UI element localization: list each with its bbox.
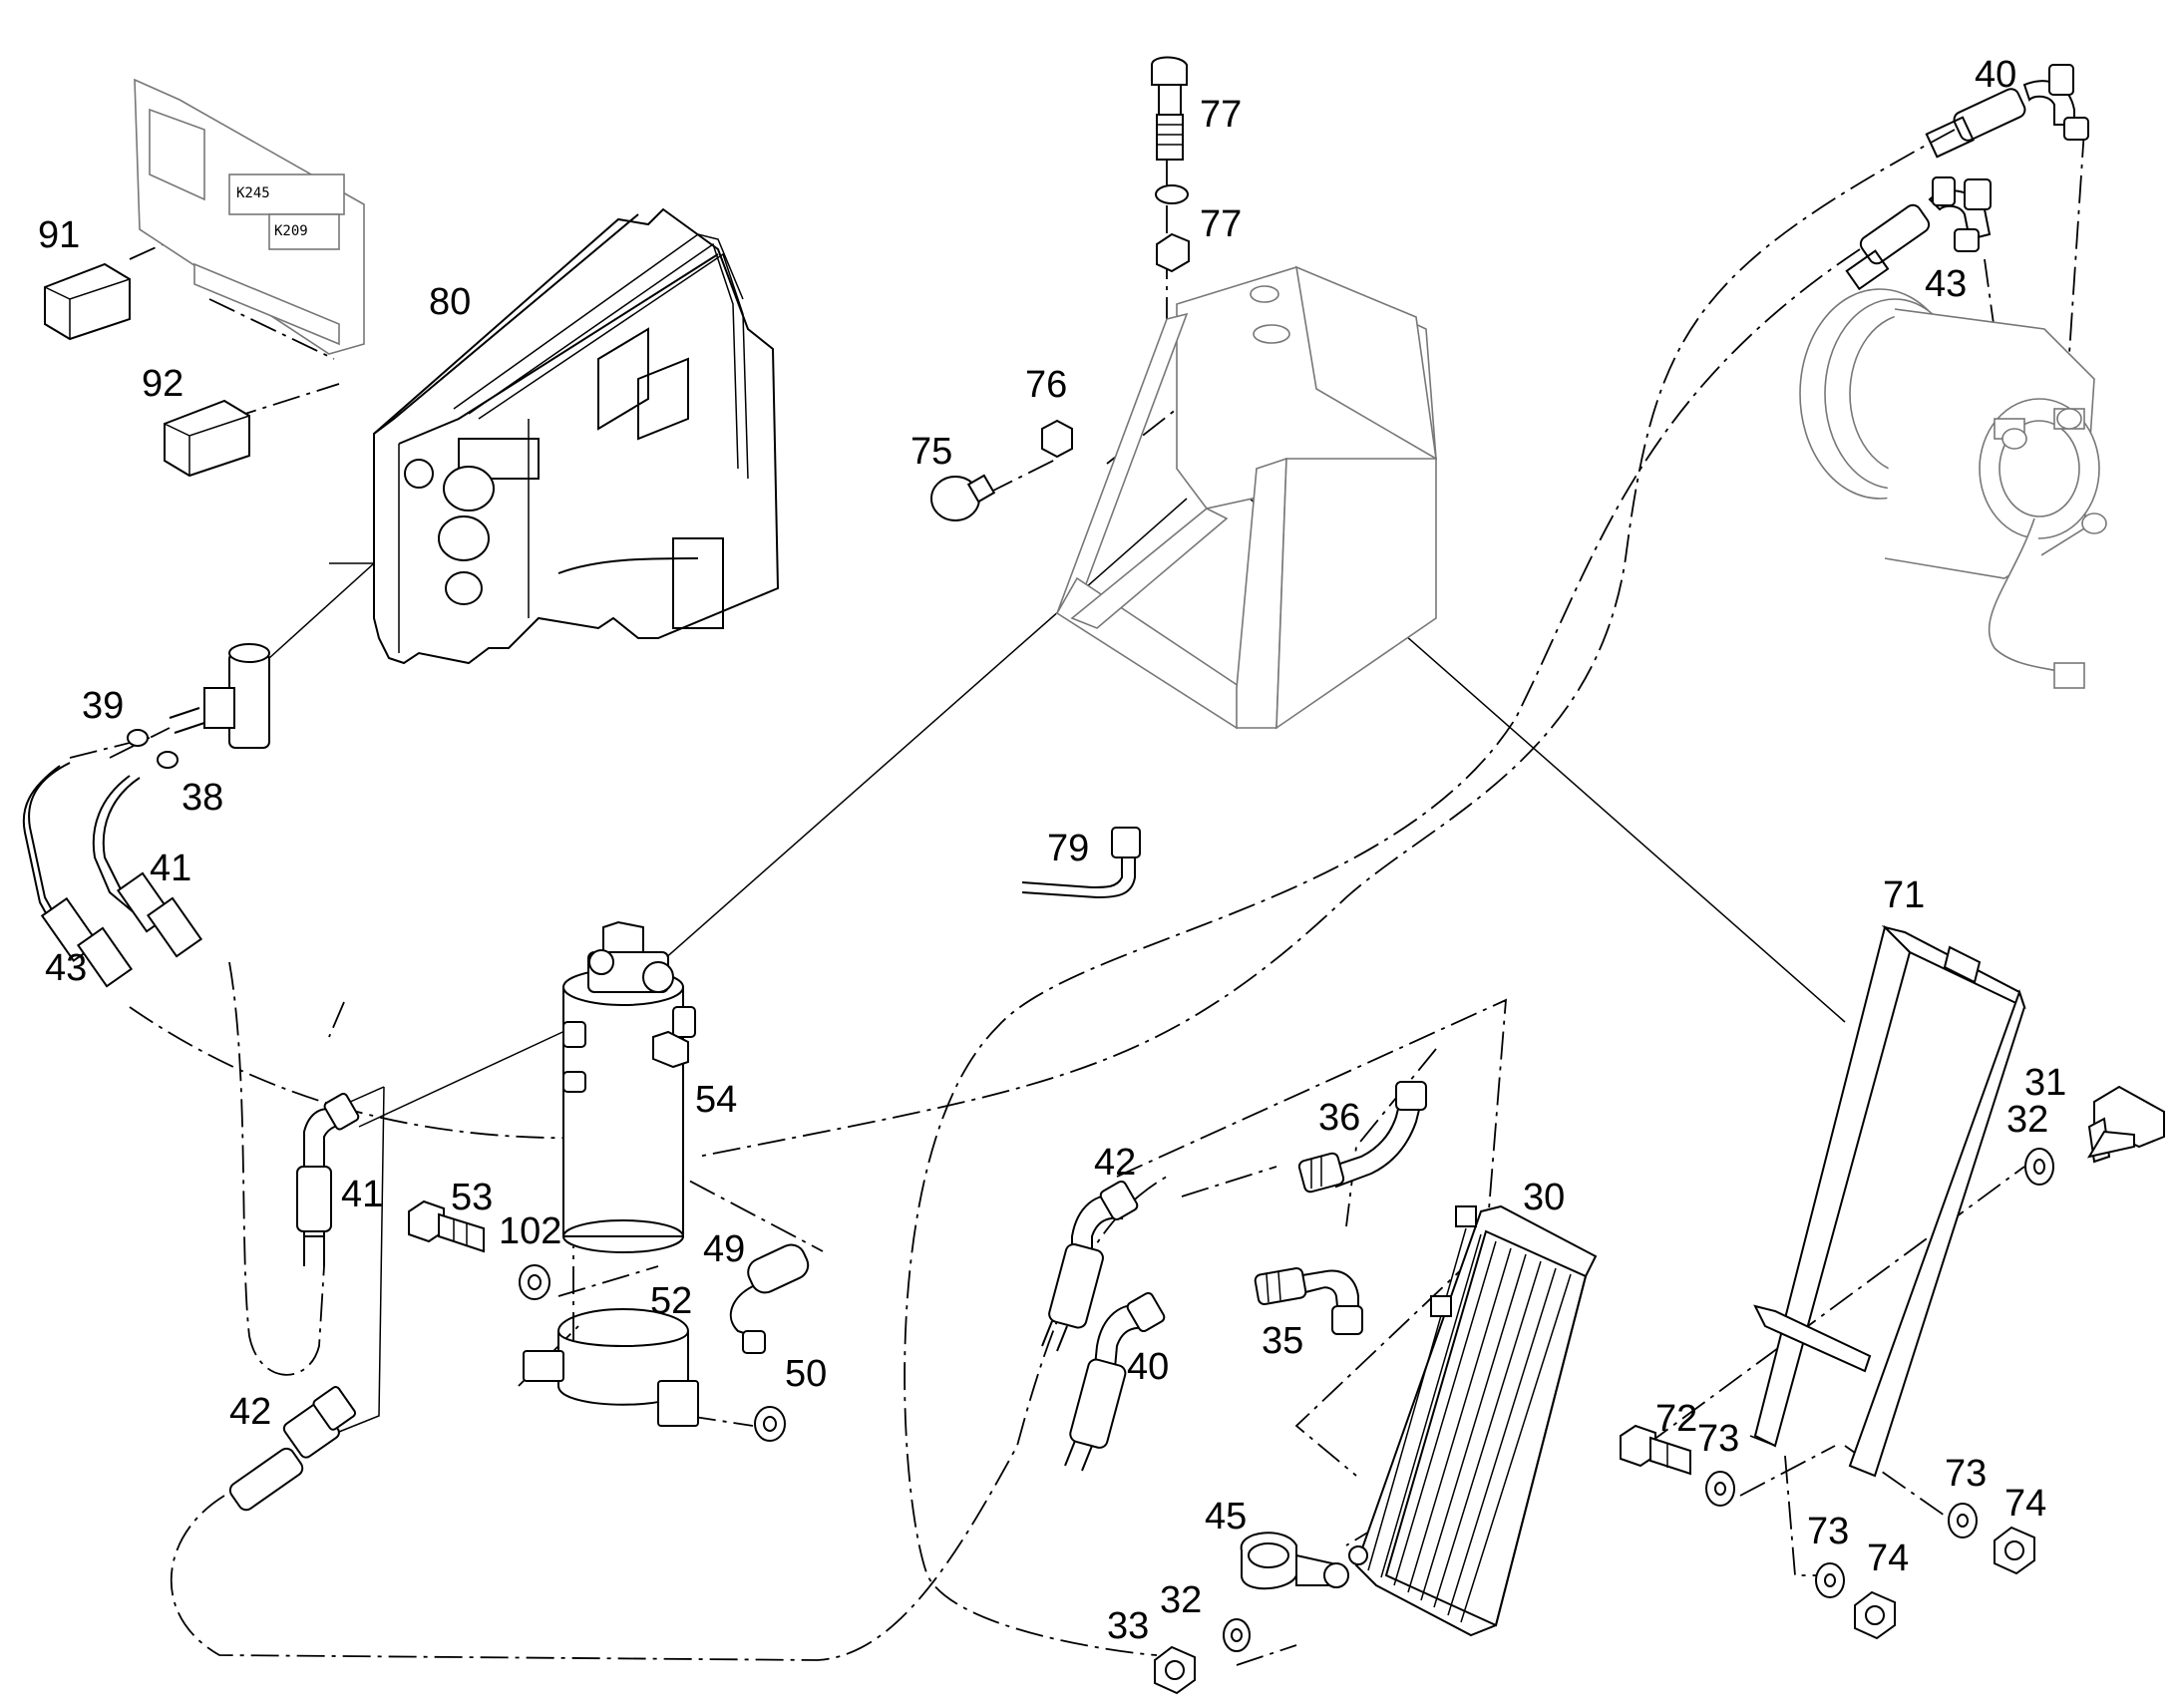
label-36: 36 <box>1318 1097 1360 1139</box>
label-80: 80 <box>429 281 471 323</box>
nut-74-a <box>1994 1526 2035 1575</box>
relay-92 <box>164 399 250 478</box>
label-42-left: 42 <box>229 1391 271 1433</box>
label-42-mid: 42 <box>1094 1142 1136 1184</box>
hose-40-top <box>1925 64 2089 159</box>
hose-40-mid <box>1064 1291 1166 1472</box>
label-49: 49 <box>703 1228 745 1270</box>
label-52: 52 <box>650 1280 692 1322</box>
label-41-left: 41 <box>150 848 191 889</box>
hose-43-left <box>22 762 134 988</box>
label-76: 76 <box>1025 364 1067 406</box>
label-75: 75 <box>910 431 952 473</box>
washer-32-bottom-hole <box>1231 1628 1243 1642</box>
label-102: 102 <box>499 1210 561 1252</box>
hose-41-left <box>92 775 203 958</box>
nut-76 <box>1041 419 1073 459</box>
frame-71 <box>1749 925 2026 1478</box>
label-71: 71 <box>1883 874 1925 916</box>
label-40-top: 40 <box>1975 54 2016 96</box>
label-38: 38 <box>182 777 223 819</box>
knob-screw-77 <box>1151 56 1188 161</box>
bolt-31 <box>2086 1085 2165 1164</box>
label-79: 79 <box>1047 828 1089 869</box>
clamp-52 <box>523 1308 699 1427</box>
label-43-top: 43 <box>1925 263 1967 305</box>
label-35: 35 <box>1262 1320 1303 1362</box>
label-74-b: 74 <box>1867 1537 1909 1579</box>
label-41-drier: 41 <box>341 1174 383 1215</box>
cab-bracket <box>1055 265 1438 730</box>
receiver-drier-54 <box>562 920 696 1253</box>
label-32-right: 32 <box>2006 1099 2048 1141</box>
bolt-72 <box>1620 1424 1691 1476</box>
washer-77 <box>1155 184 1189 204</box>
ac-compressor <box>1799 288 2107 689</box>
relay-91 <box>44 262 131 341</box>
washer-73-c-hole <box>1824 1573 1836 1587</box>
label-50: 50 <box>785 1353 827 1395</box>
washer-73-b <box>1948 1503 1978 1538</box>
label-32-bottom: 32 <box>1160 1579 1202 1621</box>
washer-50-hole <box>763 1416 777 1432</box>
nut-74-b <box>1854 1590 1896 1640</box>
label-39: 39 <box>82 685 124 727</box>
label-77-mid: 77 <box>1200 203 1242 245</box>
washer-102-hole <box>528 1274 542 1290</box>
label-40-mid: 40 <box>1127 1346 1169 1388</box>
washer-50 <box>754 1406 786 1442</box>
washer-73-c <box>1815 1562 1845 1598</box>
nut-77 <box>1156 232 1190 273</box>
label-43-left: 43 <box>45 947 87 989</box>
relay-label-k245: K245 <box>236 185 270 201</box>
expansion-valve <box>169 643 270 749</box>
label-92: 92 <box>142 363 183 405</box>
label-91: 91 <box>38 214 80 256</box>
washer-73-a <box>1705 1471 1735 1507</box>
label-33: 33 <box>1107 1605 1149 1647</box>
label-31: 31 <box>2024 1062 2066 1104</box>
label-72: 72 <box>1655 1398 1697 1440</box>
condenser-30 <box>1348 1204 1598 1637</box>
clip-79 <box>1021 827 1141 899</box>
clamp-45 <box>1240 1532 1349 1590</box>
pressure-switch-49 <box>729 1243 810 1354</box>
hose-41-drier <box>296 1092 360 1266</box>
washer-73-a-hole <box>1714 1482 1726 1496</box>
relay-panel: K245 K209 <box>134 78 365 355</box>
label-30: 30 <box>1523 1177 1565 1218</box>
o-ring-39 <box>127 729 149 747</box>
hose-35 <box>1254 1267 1363 1335</box>
label-73-c: 73 <box>1807 1511 1849 1552</box>
relay-label-k209: K209 <box>274 223 308 239</box>
washer-102 <box>519 1264 550 1300</box>
washer-32-right <box>2024 1148 2054 1186</box>
bulb-75 <box>930 474 996 521</box>
bolt-53 <box>408 1199 485 1253</box>
hose-43-top <box>1845 176 1992 291</box>
part-number-labels: 91 92 80 39 38 41 43 77 77 76 75 40 43 7… <box>38 54 2066 1647</box>
washer-32-bottom <box>1223 1618 1251 1652</box>
hose-36 <box>1297 1081 1427 1194</box>
label-74-a: 74 <box>2004 1483 2046 1525</box>
label-73-a: 73 <box>1697 1418 1739 1460</box>
label-53: 53 <box>451 1177 493 1218</box>
label-45: 45 <box>1205 1496 1247 1537</box>
o-ring-38 <box>157 751 179 769</box>
nut-33 <box>1154 1645 1196 1695</box>
label-54: 54 <box>695 1079 737 1121</box>
hose-42-mid <box>1041 1180 1139 1352</box>
washer-73-b-hole <box>1957 1514 1969 1528</box>
washer-32-right-hole <box>2033 1159 2045 1175</box>
label-77-top: 77 <box>1200 94 1242 136</box>
label-73-b: 73 <box>1945 1453 1987 1495</box>
hose-42-left <box>228 1386 357 1512</box>
hvac-unit-80 <box>373 207 780 665</box>
